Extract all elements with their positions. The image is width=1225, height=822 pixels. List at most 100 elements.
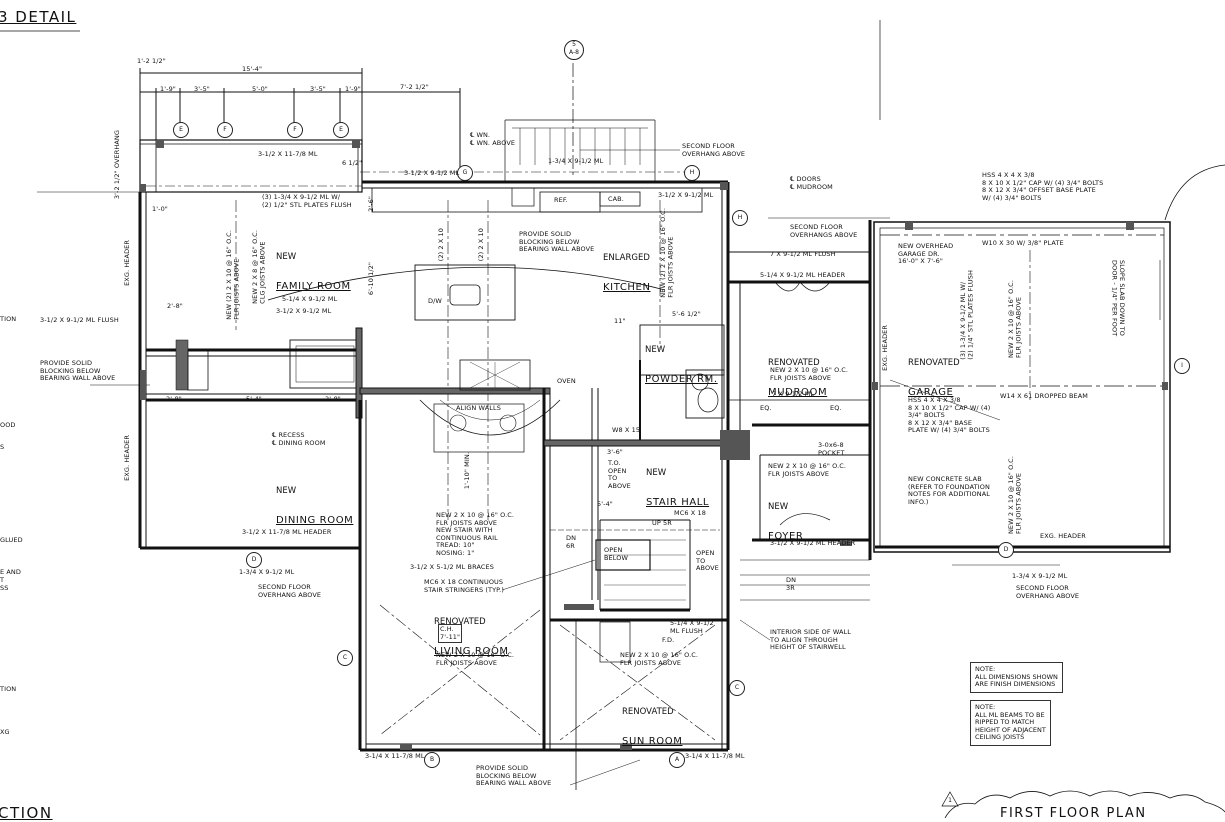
room-mudroom: RENOVATED MUDROOM xyxy=(768,338,827,408)
room-garage-name: GARAGE xyxy=(908,387,954,398)
callout-joist-2x10-b: (2) 2 X 10 xyxy=(477,228,485,262)
callout-exg-header-left1: EXG. HEADER xyxy=(123,240,131,286)
callout-garage-ml: (3) 1-3/4 X 9-1/2 ML W/ (2) 1/4" STL PLA… xyxy=(959,270,975,360)
callout-oven: OVEN xyxy=(557,377,576,385)
callout-beam-3-1-2-11: 3-1/2 X 11-7/8 ML xyxy=(258,150,318,158)
dim-2-6: 2'-6" xyxy=(367,196,375,212)
callout-exg-header-bottom: EXG. HEADER xyxy=(1040,532,1086,540)
callout-ml-3-1-2: 3-1/2 X 9-1/2 ML xyxy=(276,307,332,315)
callout-w14: W14 X 61 DROPPED BEAM xyxy=(1000,392,1088,400)
dim-seg-4: 3'-5" xyxy=(310,85,326,93)
section-marker-number: 5 xyxy=(572,41,576,48)
dim-top-left: 1'-2 1/2" xyxy=(137,57,166,65)
callout-overhang-top: SECOND FLOOR OVERHANG ABOVE xyxy=(682,142,746,158)
callout-overhang-mid: SECOND FLOOR OVERHANGS ABOVE xyxy=(790,223,858,239)
callout-ml-1-3-4-left: 1-3/4 X 9-1/2 ML xyxy=(239,568,295,576)
callout-braces: 3-1/2 X 5-1/2 ML BRACES xyxy=(410,563,494,571)
margin-text: GLUED xyxy=(0,536,23,544)
dim-1-10: 1'-10" MIN. xyxy=(463,452,471,490)
callout-family-flr-joists: NEW (2) 2 X 10 @ 16" O.C. FLR JOISTS ABO… xyxy=(225,230,241,320)
room-foyer: NEW FOYER xyxy=(768,482,803,552)
section-marker: 5 A-8 xyxy=(564,40,584,60)
callout-ml-header-5: 5-1/4 X 9-1/2 ML HEADER xyxy=(760,271,846,279)
callout-wn: ℄ WN. ℄ WN. ABOVE xyxy=(470,131,516,147)
room-kitchen-name: KITCHEN xyxy=(603,282,651,293)
dim-2-8b: 2'-8" xyxy=(166,395,182,403)
room-mudroom-name: MUDROOM xyxy=(768,387,828,398)
dim-6-10: 6'-10 1/2" xyxy=(367,262,375,296)
room-dining-status: NEW xyxy=(276,486,297,496)
callout-dn6r: DN 6R xyxy=(566,534,577,550)
grid-bubble: E xyxy=(333,122,349,138)
callout-overhang-left: SECOND FLOOR OVERHANG ABOVE xyxy=(258,583,322,599)
room-powder-name: POWDER RM. xyxy=(645,374,718,385)
callout-dining-header: 3-1/2 X 11-7/8 ML HEADER xyxy=(242,528,332,536)
callout-stringers: MC6 X 18 CONTINUOUS STAIR STRINGERS (TYP… xyxy=(424,578,504,594)
dim-overall: 15'-4" xyxy=(242,65,263,73)
section-marker-sheet: A-8 xyxy=(569,49,579,56)
callout-w10: W10 X 30 W/ 3/8" PLATE xyxy=(982,239,1064,247)
note-ml-beams: NOTE: ALL ML BEAMS TO BE RIPPED TO MATCH… xyxy=(970,700,1051,746)
callout-pocket: 3-0x6-8 POCKET xyxy=(818,441,845,457)
room-living-name: LIVING ROOM xyxy=(434,646,509,657)
callout-stairs-rail: NEW STAIR WITH CONTINUOUS RAIL TREAD: 10… xyxy=(436,526,498,557)
callout-garage-overhang: SECOND FLOOR OVERHANG ABOVE xyxy=(1016,584,1080,600)
dim-6p: 6 1/2" xyxy=(342,159,363,167)
room-garage: RENOVATED GARAGE xyxy=(908,338,960,408)
room-foyer-status: NEW xyxy=(768,502,789,512)
grid-bubble: B xyxy=(424,752,440,768)
callout-bottom-provide: PROVIDE SOLID BLOCKING BELOW BEARING WAL… xyxy=(476,764,552,787)
callout-eq2: EQ. xyxy=(830,404,842,412)
margin-text: TION xyxy=(0,315,17,323)
callout-hss-mid: HSS 4 X 4 X 3/8 8 X 10 X 1/2" CAP W/ (4)… xyxy=(908,396,991,434)
note-dimensions: NOTE: ALL DIMENSIONS SHOWN ARE FINISH DI… xyxy=(970,662,1063,693)
room-living: RENOVATED LIVING ROOM xyxy=(434,597,509,667)
callout-ml-flush-5: 5-1/4 X 9-1/2 ML FLUSH xyxy=(670,619,714,635)
callout-ml-5-1-4: 5-1/4 X 9-1/2 ML xyxy=(282,295,338,303)
room-powder-status: NEW xyxy=(645,345,666,355)
callout-up: UP 5R xyxy=(652,519,672,527)
room-stair-hall-name: STAIR HALL xyxy=(646,497,710,508)
dim-5-4b: 5'-4" xyxy=(597,500,613,508)
callout-open-above: OPEN TO ABOVE xyxy=(696,549,719,572)
plan-title: FIRST FLOOR PLAN xyxy=(1000,806,1147,821)
callout-beam-3-1-2-9-right: 3-1/2 X 9-1/2 ML xyxy=(658,191,714,199)
grid-bubble: H xyxy=(732,210,748,226)
revision-tag: 1 xyxy=(948,797,952,804)
dim-overhang: 3'-2 1/2" OVERHANG xyxy=(113,130,121,200)
room-sun-status: RENOVATED xyxy=(622,707,674,717)
callout-mc6: MC6 X 18 xyxy=(674,509,706,517)
room-family-status: NEW xyxy=(276,252,297,262)
callout-interior-side: INTERIOR SIDE OF WALL TO ALIGN THROUGH H… xyxy=(770,628,851,651)
dim-2-8c: 2'-8" xyxy=(325,395,341,403)
callout-fd: F.D. xyxy=(662,636,675,644)
room-family-name: FAMILY ROOM xyxy=(276,281,351,292)
room-garage-status: RENOVATED xyxy=(908,358,960,368)
dim-11: 11" xyxy=(614,317,626,325)
margin-text: T xyxy=(0,576,5,584)
callout-garage-joists2: NEW 2 X 10 @ 16" O.C. FLR JOISTS ABOVE xyxy=(1007,456,1023,535)
callout-plates-flush: (3) 1-3/4 X 9-1/2 ML W/ (2) 1/2" STL PLA… xyxy=(262,193,352,209)
callout-recess: ℄ RECESS ℄ DINING ROOM xyxy=(272,431,326,447)
grid-bubble: F xyxy=(217,122,233,138)
dim-2-8a: 2'-8" xyxy=(167,302,183,310)
room-kitchen: ENLARGED KITCHEN xyxy=(603,233,651,303)
margin-text: E AND xyxy=(0,568,21,576)
margin-text: XG xyxy=(0,728,10,736)
room-dining-name: DINING ROOM xyxy=(276,515,354,526)
grid-bubble: D xyxy=(246,552,262,568)
grid-bubble: F xyxy=(287,122,303,138)
margin-text: OOD xyxy=(0,421,16,429)
callout-exg-header-garage: EXG. HEADER xyxy=(881,325,889,371)
room-powder: NEW POWDER RM. xyxy=(645,325,718,395)
section-title: CTION xyxy=(0,804,53,822)
callout-ml-7x9: 7 X 9-1/2 ML xyxy=(772,390,815,398)
callout-joist-2x10-a: (2) 2 X 10 xyxy=(437,228,445,262)
callout-dining-joists: NEW 2 X 10 @ 16" O.C. FLR JOISTS ABOVE xyxy=(436,511,515,527)
callout-garage-ml-bottom: 1-3/4 X 9-1/2 ML xyxy=(1012,572,1068,580)
room-family: NEW FAMILY ROOM xyxy=(276,232,351,302)
callout-ch: C.H. 7'-11" xyxy=(438,624,463,643)
grid-bubble: E xyxy=(173,122,189,138)
margin-text: TION xyxy=(0,685,17,693)
